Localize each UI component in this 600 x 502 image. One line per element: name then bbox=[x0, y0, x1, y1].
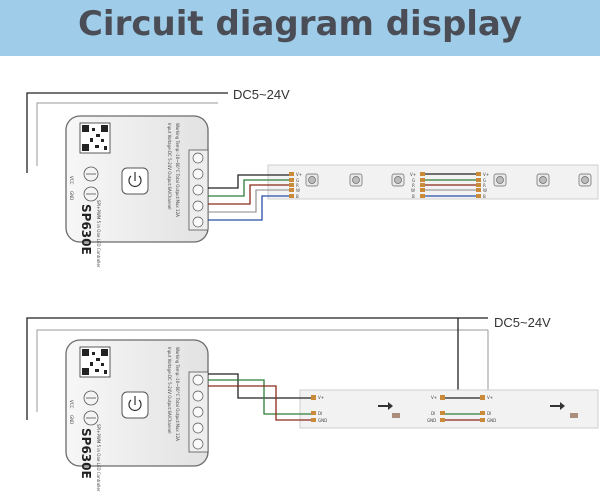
wire-vplus bbox=[208, 174, 290, 189]
pad-label: G bbox=[296, 178, 299, 183]
spec-line-2: Working Temp:-10~60°C Total Output:Max 1… bbox=[175, 123, 180, 217]
pad-label: R bbox=[412, 183, 415, 188]
power-wire-shadow bbox=[36, 102, 218, 166]
pad-label: B bbox=[412, 194, 415, 199]
spec-line-2: Working Temp:-10~60°C Total Output:Max 1… bbox=[175, 347, 180, 441]
led-chip bbox=[392, 413, 400, 418]
pad-label: W bbox=[296, 188, 300, 193]
led-chips bbox=[392, 413, 578, 418]
pad-label: GND bbox=[487, 418, 496, 423]
controller-model: SP630E bbox=[79, 204, 93, 255]
pad-label: R bbox=[296, 183, 299, 188]
led-strip bbox=[299, 389, 599, 429]
power-wire-positive bbox=[26, 317, 488, 420]
pad-label: B bbox=[483, 194, 486, 199]
terminal-vcc: VCC bbox=[69, 400, 74, 409]
pad-label: W bbox=[411, 188, 415, 193]
strip-pads-a: V+ G R W B bbox=[289, 172, 302, 199]
wire-blue bbox=[208, 195, 290, 221]
diagram-spi: DC5~24V VCC GND S bbox=[26, 315, 599, 492]
pad-label: G bbox=[412, 178, 415, 183]
pad-label: GND bbox=[427, 418, 436, 423]
title-banner: Circuit diagram display bbox=[0, 0, 600, 56]
controller-subtitle: SPI+PWM 5 in One LED Controller bbox=[96, 424, 101, 492]
power-label: DC5~24V bbox=[494, 315, 551, 330]
pad-label: GND bbox=[318, 418, 327, 423]
power-label: DC5~24V bbox=[233, 87, 290, 102]
pad-label: V+ bbox=[483, 172, 489, 177]
terminal-gnd: GND bbox=[69, 415, 74, 424]
wire-gnd bbox=[208, 385, 312, 421]
direction-arrows bbox=[378, 402, 565, 410]
page-title: Circuit diagram display bbox=[77, 4, 522, 44]
pad-label: DI bbox=[318, 411, 322, 416]
pad-label: V+ bbox=[410, 172, 416, 177]
pad-label: DI bbox=[431, 411, 435, 416]
strip-pads-b: V+ G R W B bbox=[410, 172, 425, 199]
spec-line-1: Input Voltage:DC 5-24V Output:6A/Channel bbox=[167, 347, 172, 434]
controller-subtitle: SPI+PWM 5 in One LED Controller bbox=[96, 200, 101, 268]
pad-label: R bbox=[483, 183, 486, 188]
arrow-right-icon bbox=[378, 402, 393, 410]
pad-label: G bbox=[483, 178, 486, 183]
wire-white bbox=[208, 189, 290, 213]
power-wire-negative bbox=[36, 329, 488, 412]
strip-pads-a: V+ DI GND bbox=[311, 395, 327, 423]
terminal-vcc: VCC bbox=[69, 176, 74, 185]
power-button-icon bbox=[121, 391, 149, 419]
led-chip bbox=[570, 413, 578, 418]
pad-label: W bbox=[483, 188, 487, 193]
terminal-gnd: GND bbox=[69, 191, 74, 200]
diagram-rgbw: DC5~24V VCC GND bbox=[26, 87, 599, 268]
pad-label: DI bbox=[487, 411, 491, 416]
spec-line-1: Input Voltage:DC 5-24V Output:6A/Channel bbox=[167, 123, 172, 210]
strip-pads-c: V+ DI GND bbox=[480, 395, 496, 423]
wire-green bbox=[208, 179, 290, 197]
controller-box: VCC GND SP630E SPI+PWM 5 in One LED Cont… bbox=[65, 115, 209, 268]
strip-pads-c: V+ G R W B bbox=[476, 172, 489, 199]
pad-label: V+ bbox=[318, 395, 324, 400]
led-chips bbox=[305, 173, 592, 187]
power-wire-positive bbox=[26, 92, 228, 173]
wire-data bbox=[208, 379, 312, 415]
strip-pads-b: V+ DI GND bbox=[427, 395, 445, 423]
pad-label: V+ bbox=[431, 395, 437, 400]
pad-label: V+ bbox=[296, 172, 302, 177]
wire-red bbox=[208, 184, 290, 205]
pad-label: B bbox=[296, 194, 299, 199]
pad-label: V+ bbox=[487, 395, 493, 400]
controller-box: VCC GND SP630E SPI+PWM 5 in One LED Cont… bbox=[65, 339, 209, 492]
arrow-right-icon bbox=[550, 402, 565, 410]
power-button-icon bbox=[121, 167, 149, 195]
controller-model: SP630E bbox=[79, 428, 93, 479]
